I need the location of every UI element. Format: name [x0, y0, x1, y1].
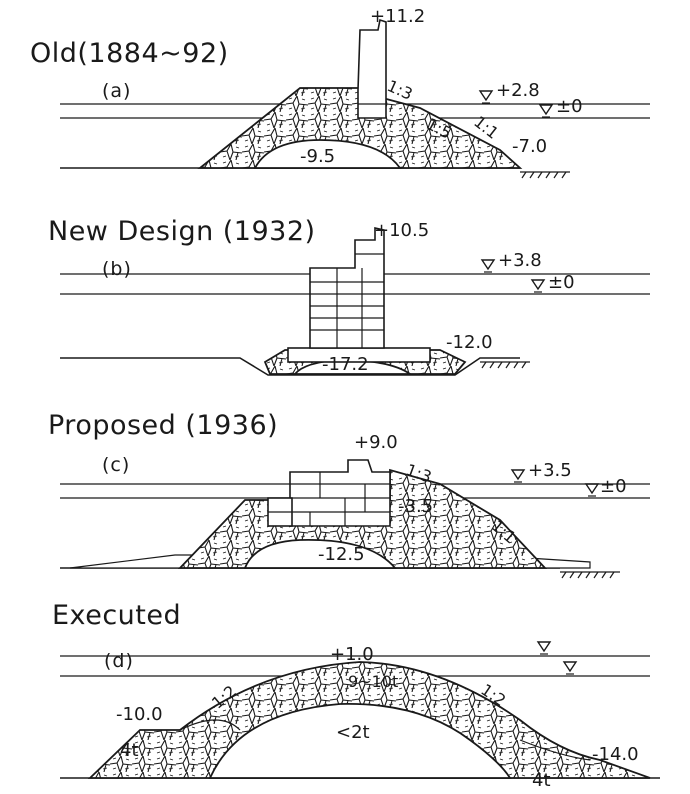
caisson-courses [310, 253, 384, 348]
panel-c-depth-mid: -3.5 [398, 496, 434, 517]
low-water-triangle-icon [562, 661, 578, 675]
panel-d-weight-core: <2t [336, 722, 370, 743]
panel-d-weight-top: 9~10t [348, 672, 399, 691]
seabed-hatch-icon [520, 171, 570, 179]
panel-c-low-water: ±0 [600, 476, 627, 497]
high-water-triangle-icon [478, 90, 494, 104]
panel-b-low-water: ±0 [548, 272, 575, 293]
block-courses [268, 472, 390, 526]
panel-a-title: Old(1884~92) [30, 38, 229, 69]
panel-b-depth-right: -12.0 [446, 332, 493, 353]
panel-b-section [60, 227, 650, 376]
core-cavity [253, 139, 402, 169]
seabed-hatch-icon [480, 361, 530, 369]
panel-a: Old(1884~92) (a) +11.2 +2.8 ±0 1:3 1:5 1… [0, 0, 690, 190]
panel-a-section [60, 18, 650, 179]
core-cavity [243, 539, 397, 569]
seabed-hatch-icon [560, 571, 620, 579]
panel-c-section [60, 459, 650, 579]
panel-b: New Design (1932) (b) +10.5 +3.8 ±0 -12.… [0, 190, 690, 380]
panel-c-label: (c) [102, 454, 131, 476]
panel-d-depth-left: -10.0 [116, 704, 163, 725]
panel-b-depth-center: -17.2 [322, 354, 369, 375]
panel-c-crest: +9.0 [354, 432, 398, 453]
panel-d-label: (d) [104, 650, 134, 672]
panel-c-title: Proposed (1936) [48, 410, 279, 441]
panel-b-high-water: +3.8 [498, 250, 542, 271]
panel-d-section [60, 641, 660, 779]
panel-a-label: (a) [102, 80, 132, 102]
panel-a-crest: +11.2 [370, 6, 426, 27]
low-water-triangle-icon [530, 279, 546, 293]
high-water-triangle-icon [510, 469, 526, 483]
panel-d-depth-right: -14.0 [592, 744, 639, 765]
core-cavity [208, 703, 512, 779]
panel-b-label: (b) [102, 258, 132, 280]
seabed-line [60, 357, 520, 376]
panel-d-crest: +1.0 [330, 644, 374, 665]
panel-a-low-water: ±0 [556, 96, 583, 117]
panel-b-crest: +10.5 [374, 220, 430, 241]
panel-c-depth-center: -12.5 [318, 544, 365, 565]
panel-d-weight-left: 4t [120, 740, 139, 761]
superstructure-block [289, 459, 391, 527]
panel-a-depth-center: -9.5 [300, 146, 336, 167]
panel-c: Proposed (1936) (c) +9.0 +3.5 ±0 1:3 -3.… [0, 380, 690, 580]
panel-c-high-water: +3.5 [528, 460, 572, 481]
low-water-triangle-icon [538, 104, 554, 118]
panel-a-depth-right: -7.0 [512, 136, 548, 157]
panel-a-high-water: +2.8 [496, 80, 540, 101]
high-water-triangle-icon [480, 259, 496, 273]
low-water-triangle-icon [584, 483, 600, 497]
panel-d-weight-bottom: 4t [532, 770, 551, 791]
panel-d: Executed (d) +1.0 9~10t 1:2 1:2 -10.0 -1… [0, 580, 690, 794]
panel-d-title: Executed [52, 600, 182, 631]
panel-b-title: New Design (1932) [48, 216, 316, 247]
crest-block [357, 18, 387, 119]
high-water-triangle-icon [536, 641, 552, 655]
